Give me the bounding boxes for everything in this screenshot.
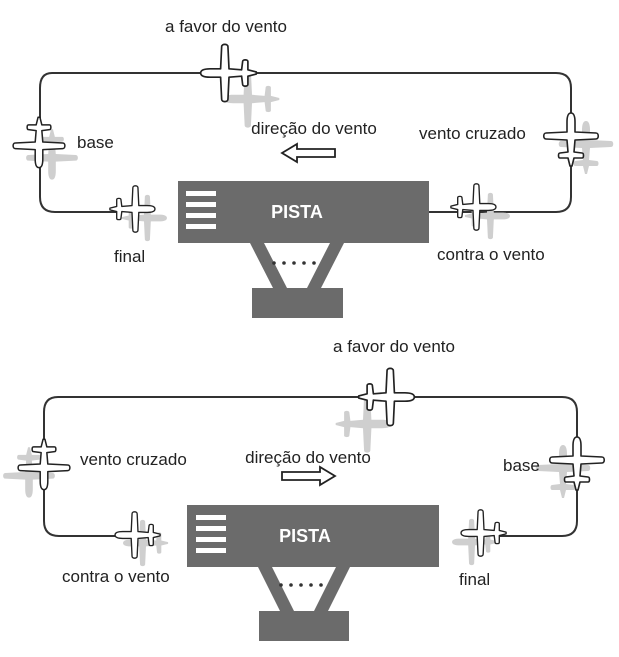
label-downwind: a favor do vento [165, 17, 287, 36]
runway [187, 505, 439, 567]
threshold-stripe [186, 224, 216, 229]
taxiway-connector [258, 567, 294, 611]
plane-final [452, 509, 507, 566]
taxiway-connector [314, 567, 350, 611]
taxiway-connector [250, 243, 287, 288]
plane-downwind [335, 367, 416, 453]
threshold-stripe [186, 191, 216, 196]
runway [178, 181, 429, 243]
taxiway-dots [279, 583, 323, 587]
plane-crosswind [3, 438, 71, 498]
threshold-stripe [196, 515, 226, 520]
wind-direction-label: direção do vento [245, 448, 371, 467]
label-base: base [77, 133, 114, 152]
threshold-stripe [186, 202, 216, 207]
taxiway-connector [307, 243, 344, 288]
plane-final [109, 185, 167, 242]
plane-crosswind [542, 112, 614, 174]
label-final: final [114, 247, 145, 266]
diagram-top: PISTA direção do vento a favor do vento … [12, 17, 614, 318]
label-crosswind: vento cruzado [80, 450, 187, 469]
apron [252, 288, 343, 318]
threshold-stripe [196, 537, 226, 542]
runway-label: PISTA [271, 202, 323, 222]
label-upwind: contra o vento [437, 245, 545, 264]
wind-arrow-left [280, 142, 336, 164]
wind-direction-label: direção do vento [251, 119, 377, 138]
wind-arrow-right [281, 465, 337, 487]
plane-upwind [114, 511, 169, 567]
plane-downwind [199, 43, 280, 128]
taxiway-dots [272, 261, 316, 265]
apron [259, 611, 349, 641]
label-base: base [503, 456, 540, 475]
label-upwind: contra o vento [62, 567, 170, 586]
label-crosswind: vento cruzado [419, 124, 526, 143]
threshold-stripe [196, 548, 226, 553]
diagram-bottom: PISTA direção do vento a favor do vento … [3, 337, 606, 641]
label-final: final [459, 570, 490, 589]
label-downwind: a favor do vento [333, 337, 455, 356]
plane-base [535, 436, 606, 498]
threshold-stripe [196, 526, 226, 531]
runway-label: PISTA [279, 526, 331, 546]
threshold-stripe [186, 213, 216, 218]
plane-base [12, 116, 78, 180]
